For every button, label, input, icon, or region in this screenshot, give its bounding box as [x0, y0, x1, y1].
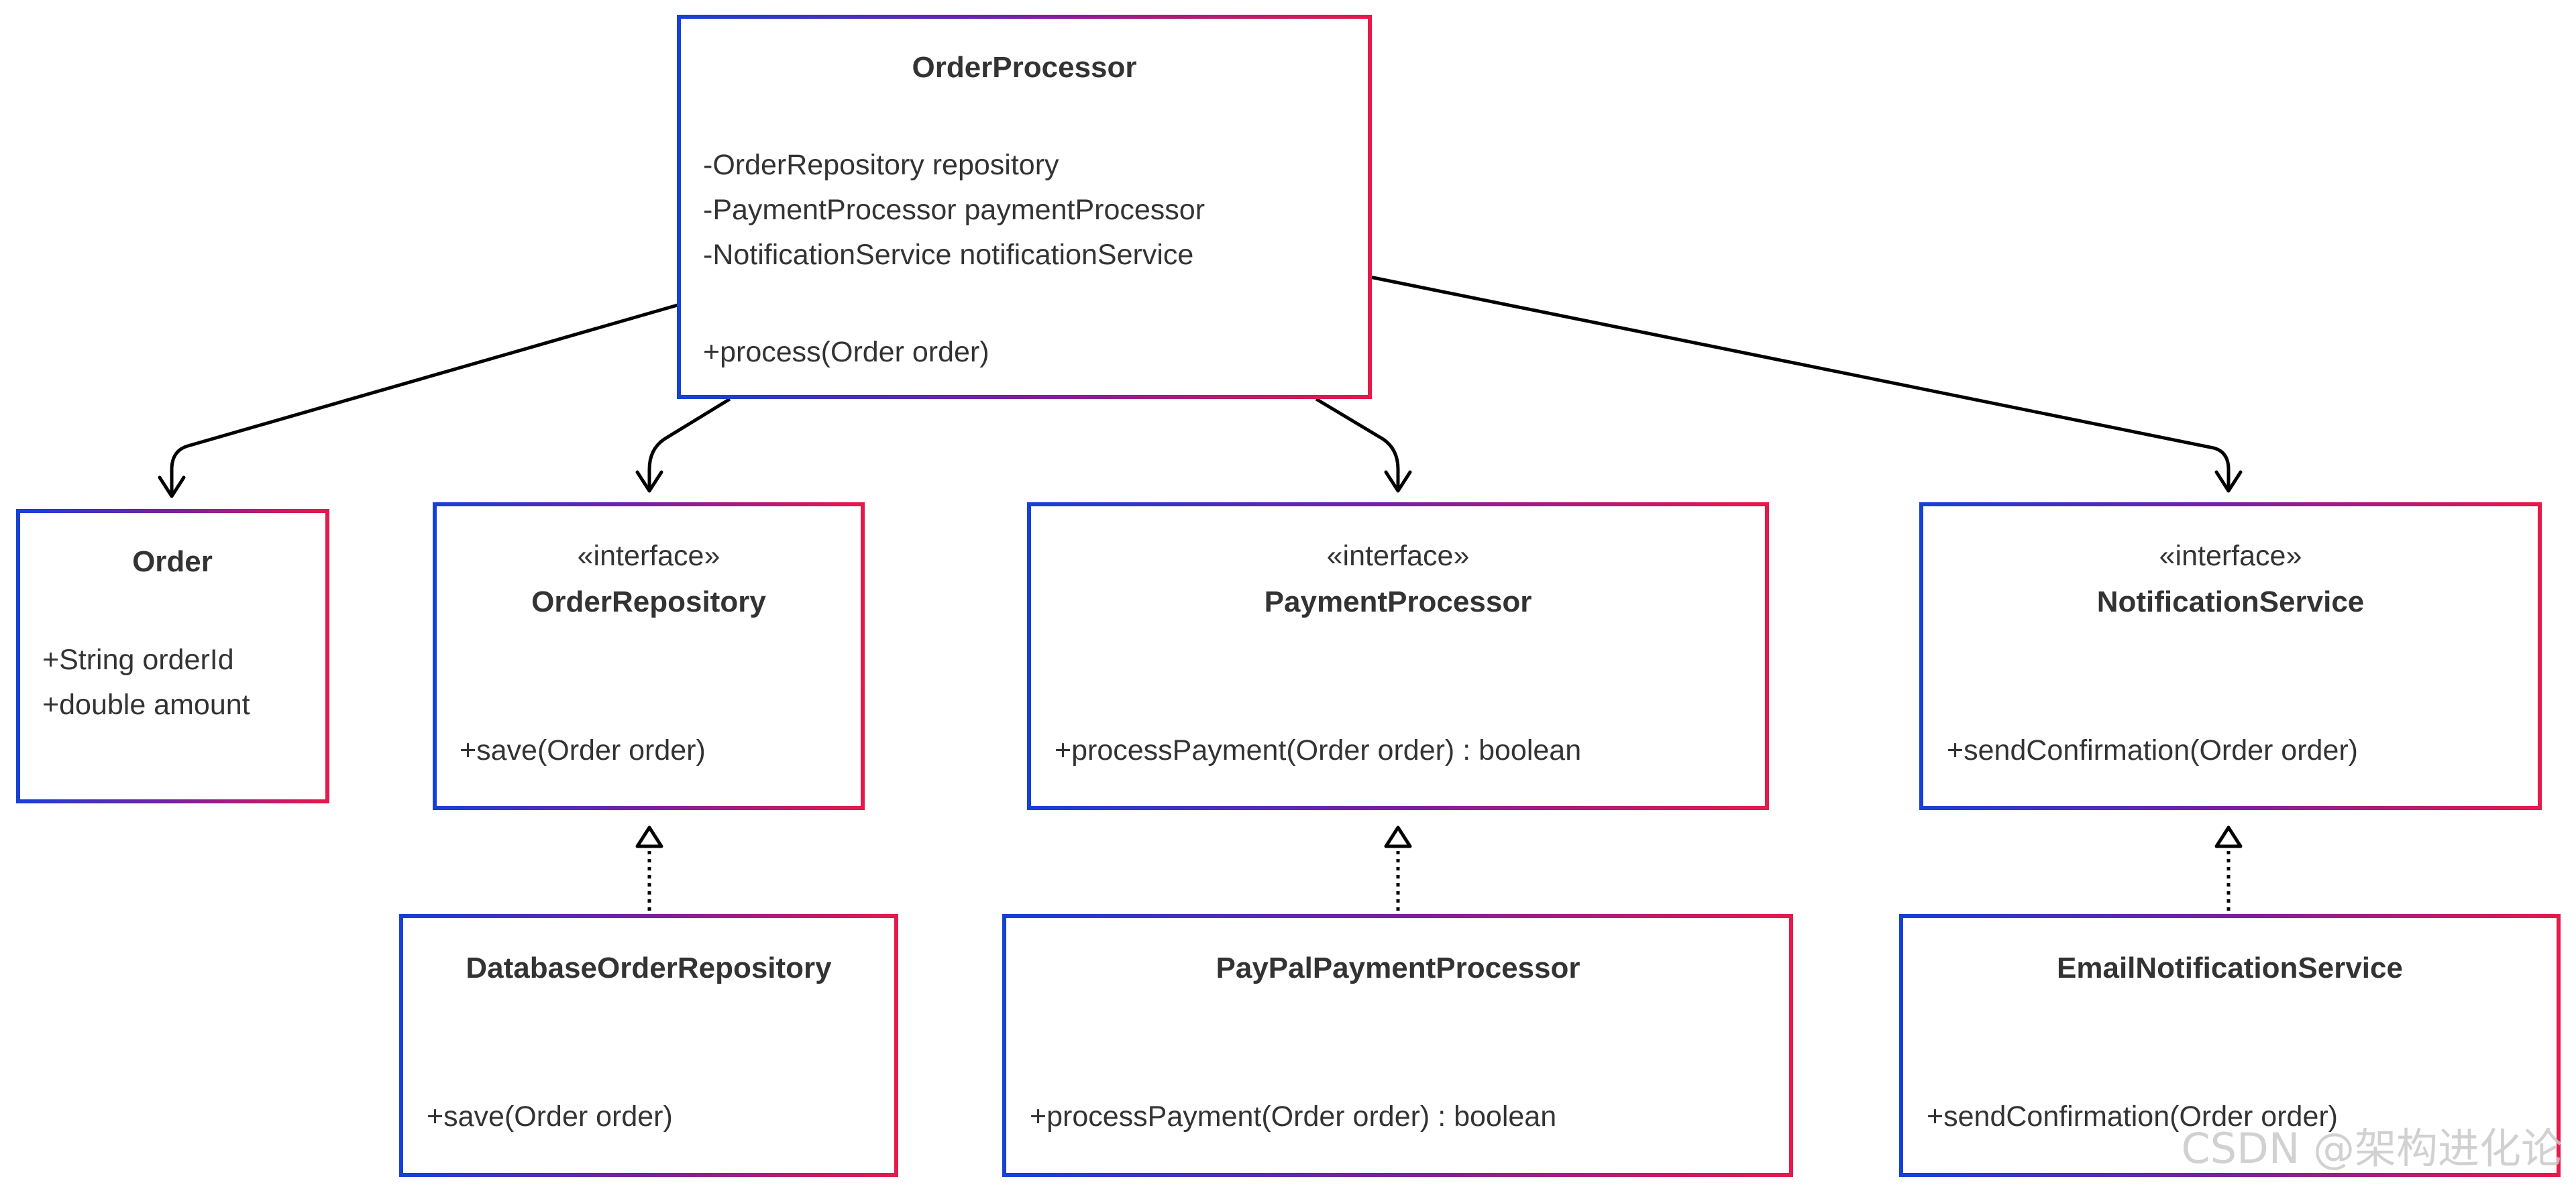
class-name: Order	[132, 545, 213, 578]
realization-triangle-orderrepository	[635, 826, 663, 848]
class-attribute: +String orderId	[42, 644, 234, 676]
class-name: OrderProcessor	[912, 51, 1136, 84]
class-method: +sendConfirmation(Order order)	[1947, 734, 2358, 766]
class-method: +processPayment(Order order) : boolean	[1055, 734, 1581, 766]
arrowhead-to-paymentprocessor	[1384, 470, 1412, 493]
class-box-notificationservice: «interface» NotificationService +sendCon…	[1919, 502, 2542, 810]
class-method: +processPayment(Order order) : boolean	[1030, 1100, 1556, 1133]
realization-edges	[635, 826, 2243, 911]
class-name: DatabaseOrderRepository	[466, 952, 832, 984]
association-edges	[158, 275, 2243, 498]
class-box-paypalpaymentprocessor: PayPalPaymentProcessor +processPayment(O…	[1002, 914, 1793, 1177]
class-box-order: Order +String orderId +double amount	[16, 509, 329, 803]
watermark-text: CSDN @架构进化论	[2182, 1124, 2563, 1173]
edge-orderprocessor-to-paymentprocessor	[1315, 397, 1400, 488]
class-method: +process(Order order)	[703, 336, 989, 368]
class-attribute: -NotificationService notificationService	[703, 239, 1193, 271]
class-stereotype: «interface»	[578, 540, 720, 572]
edge-orderprocessor-to-notificationservice	[1369, 275, 2231, 488]
arrowhead-to-order	[158, 475, 186, 498]
class-method: +save(Order order)	[427, 1100, 673, 1133]
class-stereotype: «interface»	[1327, 540, 1470, 572]
class-name: PaymentProcessor	[1265, 585, 1532, 618]
edge-orderprocessor-to-order	[170, 303, 678, 494]
class-attribute: +double amount	[42, 689, 250, 721]
class-method: +save(Order order)	[460, 734, 706, 766]
class-name: NotificationService	[2097, 585, 2365, 618]
class-box-orderrepository: «interface» OrderRepository +save(Order …	[433, 502, 865, 810]
edge-orderprocessor-to-orderrepository	[647, 397, 731, 488]
realization-triangle-paymentprocessor	[1384, 826, 1412, 848]
class-box-databaseorderrepository: DatabaseOrderRepository +save(Order orde…	[399, 914, 898, 1177]
class-stereotype: «interface»	[2159, 540, 2302, 572]
arrowhead-to-notificationservice	[2214, 470, 2243, 493]
class-attribute: -OrderRepository repository	[703, 149, 1059, 181]
realization-triangle-notificationservice	[2214, 826, 2243, 848]
class-box-emailnotificationservice: EmailNotificationService +sendConfirmati…	[1899, 914, 2561, 1177]
class-name: OrderRepository	[531, 585, 766, 618]
class-box-paymentprocessor: «interface» PaymentProcessor +processPay…	[1027, 502, 1769, 810]
class-name: PayPalPaymentProcessor	[1216, 952, 1580, 984]
class-attribute: -PaymentProcessor paymentProcessor	[703, 194, 1205, 226]
class-box-orderprocessor: OrderProcessor -OrderRepository reposito…	[677, 15, 1372, 399]
arrowhead-to-orderrepository	[635, 470, 663, 493]
class-method: +sendConfirmation(Order order)	[1927, 1100, 2338, 1133]
class-name: EmailNotificationService	[2057, 952, 2403, 984]
